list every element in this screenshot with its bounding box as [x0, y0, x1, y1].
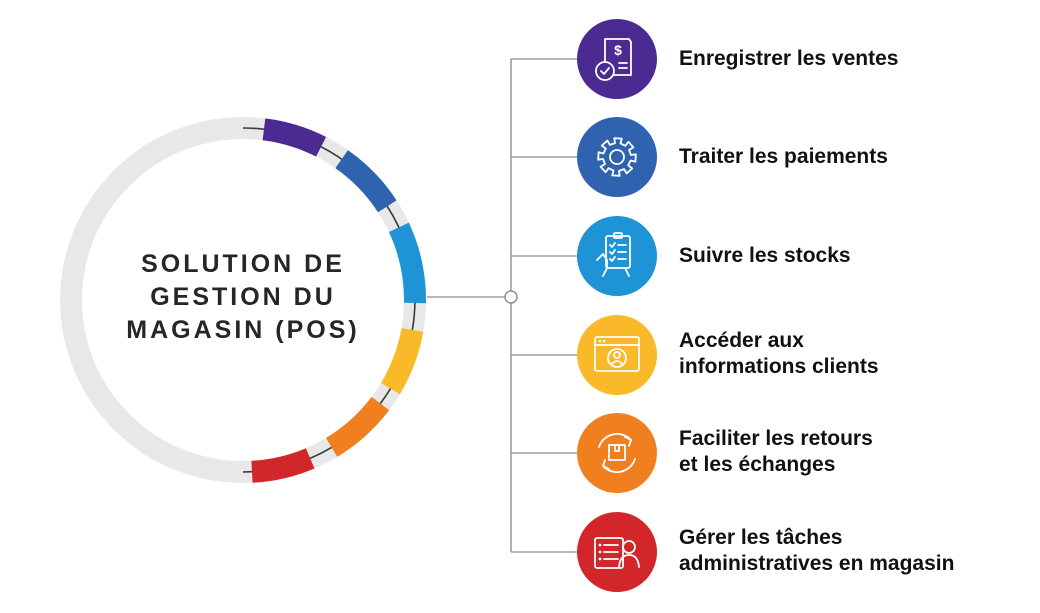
receipt-dollar-check-icon: $: [595, 38, 632, 81]
ring-segment-sales: [262, 118, 327, 157]
feature-label-line: Enregistrer les ventes: [679, 47, 899, 70]
feature-badge-circle: [577, 216, 657, 296]
feature-badge-circle: [577, 315, 657, 395]
center-title-line-3: MAGASIN (POS): [126, 316, 360, 344]
feature-badge-clients: [577, 315, 657, 395]
connector-hub-node: [504, 290, 518, 304]
feature-icons: $: [577, 19, 657, 592]
center-title-line-2: GESTION DU: [150, 283, 336, 311]
feature-badge-admin: [577, 512, 657, 592]
ring-segment-payments: [335, 150, 397, 213]
ring-segment-stock: [388, 222, 426, 304]
browser-user-profile-icon: [594, 336, 640, 372]
feature-label-line: Gérer les tâches: [679, 526, 843, 549]
ring-segment-returns: [325, 396, 390, 457]
feature-badge-circle: [577, 19, 657, 99]
feature-badge-circle: [577, 413, 657, 493]
center-title: SOLUTION DE GESTION DU MAGASIN (POS): [98, 248, 388, 347]
feature-badge-returns: [577, 413, 657, 493]
feature-label-line: Faciliter les retours: [679, 427, 873, 450]
feature-label-line: et les échanges: [679, 453, 836, 476]
feature-badge-stock: [577, 216, 657, 296]
feature-label-sales: Enregistrer les ventes: [679, 46, 898, 72]
clipboard-checklist-hand-icon: [596, 232, 631, 277]
form-person-icon: [594, 537, 640, 569]
feature-label-line: informations clients: [679, 355, 879, 378]
feature-label-returns: Faciliter les retours et les échanges: [679, 426, 873, 478]
feature-label-line: Traiter les paiements: [679, 145, 888, 168]
ring-segment-clients: [380, 327, 424, 395]
feature-label-line: Suivre les stocks: [679, 244, 851, 267]
feature-label-stock: Suivre les stocks: [679, 243, 851, 269]
ring-segment-admin: [251, 448, 315, 483]
gear-icon: [597, 137, 637, 177]
svg-text:$: $: [614, 42, 622, 58]
feature-badge-payments: [577, 117, 657, 197]
feature-label-clients: Accéder aux informations clients: [679, 328, 879, 380]
feature-label-line: administratives en magasin: [679, 552, 955, 575]
connectors: [427, 58, 577, 553]
feature-label-line: Accéder aux: [679, 329, 804, 352]
feature-label-admin: Gérer les tâches administratives en maga…: [679, 525, 954, 577]
feature-badge-sales: $: [577, 19, 657, 99]
feature-badge-circle: [577, 117, 657, 197]
ring: [60, 117, 426, 483]
feature-label-payments: Traiter les paiements: [679, 144, 888, 170]
box-cycle-arrows-icon: [598, 433, 636, 473]
center-title-line-1: SOLUTION DE: [141, 250, 345, 278]
